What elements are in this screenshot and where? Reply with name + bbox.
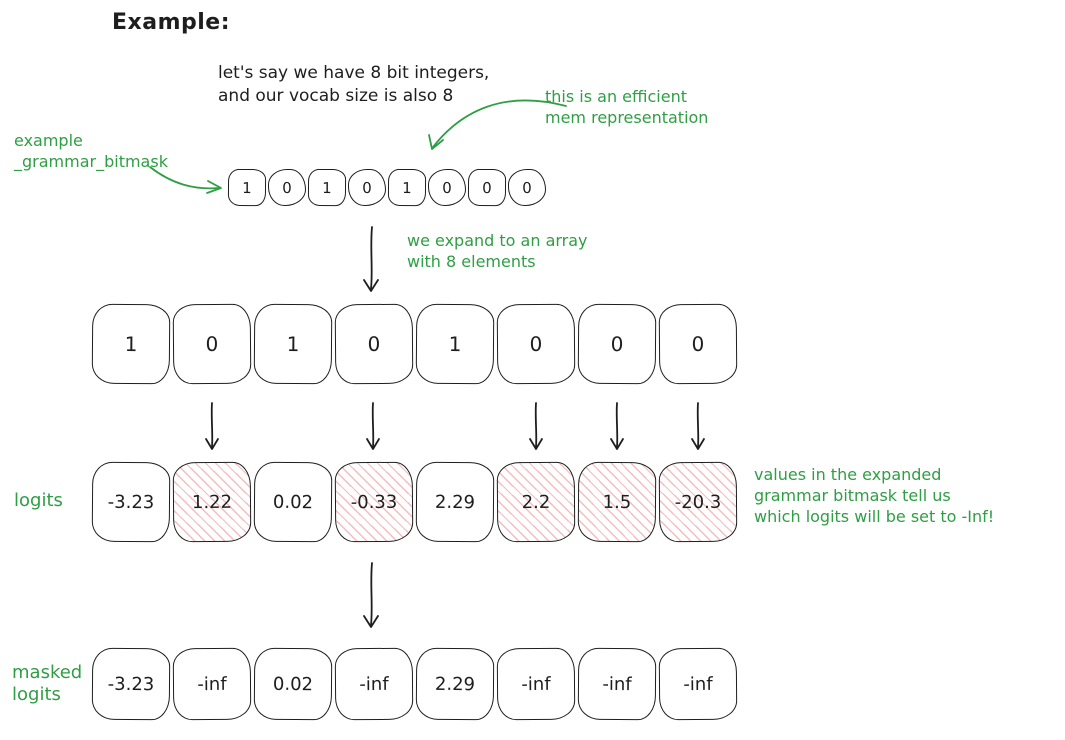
- grammar-bitmask-label-line: example: [14, 131, 83, 150]
- bitmask-compact-row: 1 0 1 0 1 0 0 0: [227, 168, 547, 207]
- masked-logit-cell: -inf: [334, 647, 414, 721]
- expand-note-line: with 8 elements: [407, 252, 536, 271]
- expanded-bit-cell: 0: [172, 303, 252, 385]
- diagram-title: Example:: [112, 10, 230, 35]
- expanded-bit-cell: 1: [253, 303, 333, 385]
- mask-explanation-line: which logits will be set to -Inf!: [754, 507, 995, 526]
- bitmask-bit-cell: 1: [387, 168, 427, 207]
- logits-row-label: logits: [14, 490, 63, 511]
- efficient-mem-note-line: this is an efficient: [545, 87, 687, 106]
- bitmask-bit-cell: 0: [467, 168, 507, 207]
- intro-note-line: let's say we have 8 bit integers,: [218, 63, 490, 83]
- expanded-bit-cell: 0: [577, 303, 657, 385]
- logit-cell: 1.22: [172, 461, 252, 543]
- mask-explanation-line: grammar bitmask tell us: [754, 486, 951, 505]
- masked-logit-cell: 2.29: [415, 647, 495, 721]
- masked-logits-row-label: masked logits: [12, 662, 82, 706]
- mask-down-arrow-icon: [529, 402, 543, 450]
- bitmask-bit-cell: 0: [427, 168, 467, 207]
- logit-cell: 0.02: [253, 461, 333, 543]
- expand-note-line: we expand to an array: [407, 231, 588, 250]
- grammar-bitmask-label-line: _grammar_bitmask: [14, 152, 168, 171]
- masked-logit-cell: -inf: [658, 647, 738, 721]
- bitmask-bit-cell: 1: [307, 168, 347, 207]
- grammar-bitmask-label: example _grammar_bitmask: [14, 130, 168, 172]
- efficient-mem-note: this is an efficient mem representation: [545, 86, 708, 128]
- logit-cell: 2.29: [415, 461, 495, 543]
- bitmask-bit-cell: 0: [507, 168, 547, 207]
- mask-explanation-note: values in the expanded grammar bitmask t…: [754, 464, 994, 527]
- logit-cell: 2.2: [496, 461, 576, 543]
- efficient-mem-note-line: mem representation: [545, 108, 709, 127]
- logit-cell: -0.33: [334, 461, 414, 543]
- mask-down-arrow-icon: [610, 402, 624, 450]
- bitmask-expanded-row: 1 0 1 0 1 0 0 0: [91, 303, 738, 385]
- masked-logits-label-line: masked: [12, 662, 83, 683]
- expand-down-arrow-icon: [363, 226, 379, 292]
- masked-logit-cell: -inf: [577, 647, 657, 721]
- masked-logit-cell: 0.02: [253, 647, 333, 721]
- expanded-bit-cell: 1: [415, 303, 495, 385]
- expanded-bit-cell: 0: [658, 303, 738, 385]
- expand-note: we expand to an array with 8 elements: [407, 230, 588, 272]
- masked-logit-cell: -3.23: [91, 647, 171, 721]
- bitmask-bit-cell: 1: [227, 168, 267, 207]
- masked-logit-cell: -inf: [172, 647, 252, 721]
- logit-cell: 1.5: [577, 461, 657, 543]
- logit-cell: -20.3: [658, 461, 738, 543]
- intro-note-line: and our vocab size is also 8: [218, 86, 454, 106]
- apply-mask-down-arrow-icon: [363, 562, 379, 628]
- mask-down-arrow-icon: [366, 402, 380, 450]
- mask-down-arrow-icon: [205, 402, 219, 450]
- masked-logits-label-line: logits: [12, 684, 61, 705]
- logits-row: -3.23 1.22 0.02 -0.33 2.29 2.2 1.5 -20.3: [91, 461, 738, 543]
- intro-note: let's say we have 8 bit integers, and ou…: [218, 62, 489, 108]
- bitmask-bit-cell: 0: [347, 168, 387, 207]
- bitmask-bit-cell: 0: [267, 168, 307, 207]
- masked-logits-row: -3.23 -inf 0.02 -inf 2.29 -inf -inf -inf: [91, 647, 738, 721]
- logit-cell: -3.23: [91, 461, 171, 543]
- mask-explanation-line: values in the expanded: [754, 465, 942, 484]
- expanded-bit-cell: 0: [334, 303, 414, 385]
- masked-logit-cell: -inf: [496, 647, 576, 721]
- expanded-bit-cell: 0: [496, 303, 576, 385]
- expanded-bit-cell: 1: [91, 303, 171, 385]
- mask-down-arrow-icon: [691, 402, 705, 450]
